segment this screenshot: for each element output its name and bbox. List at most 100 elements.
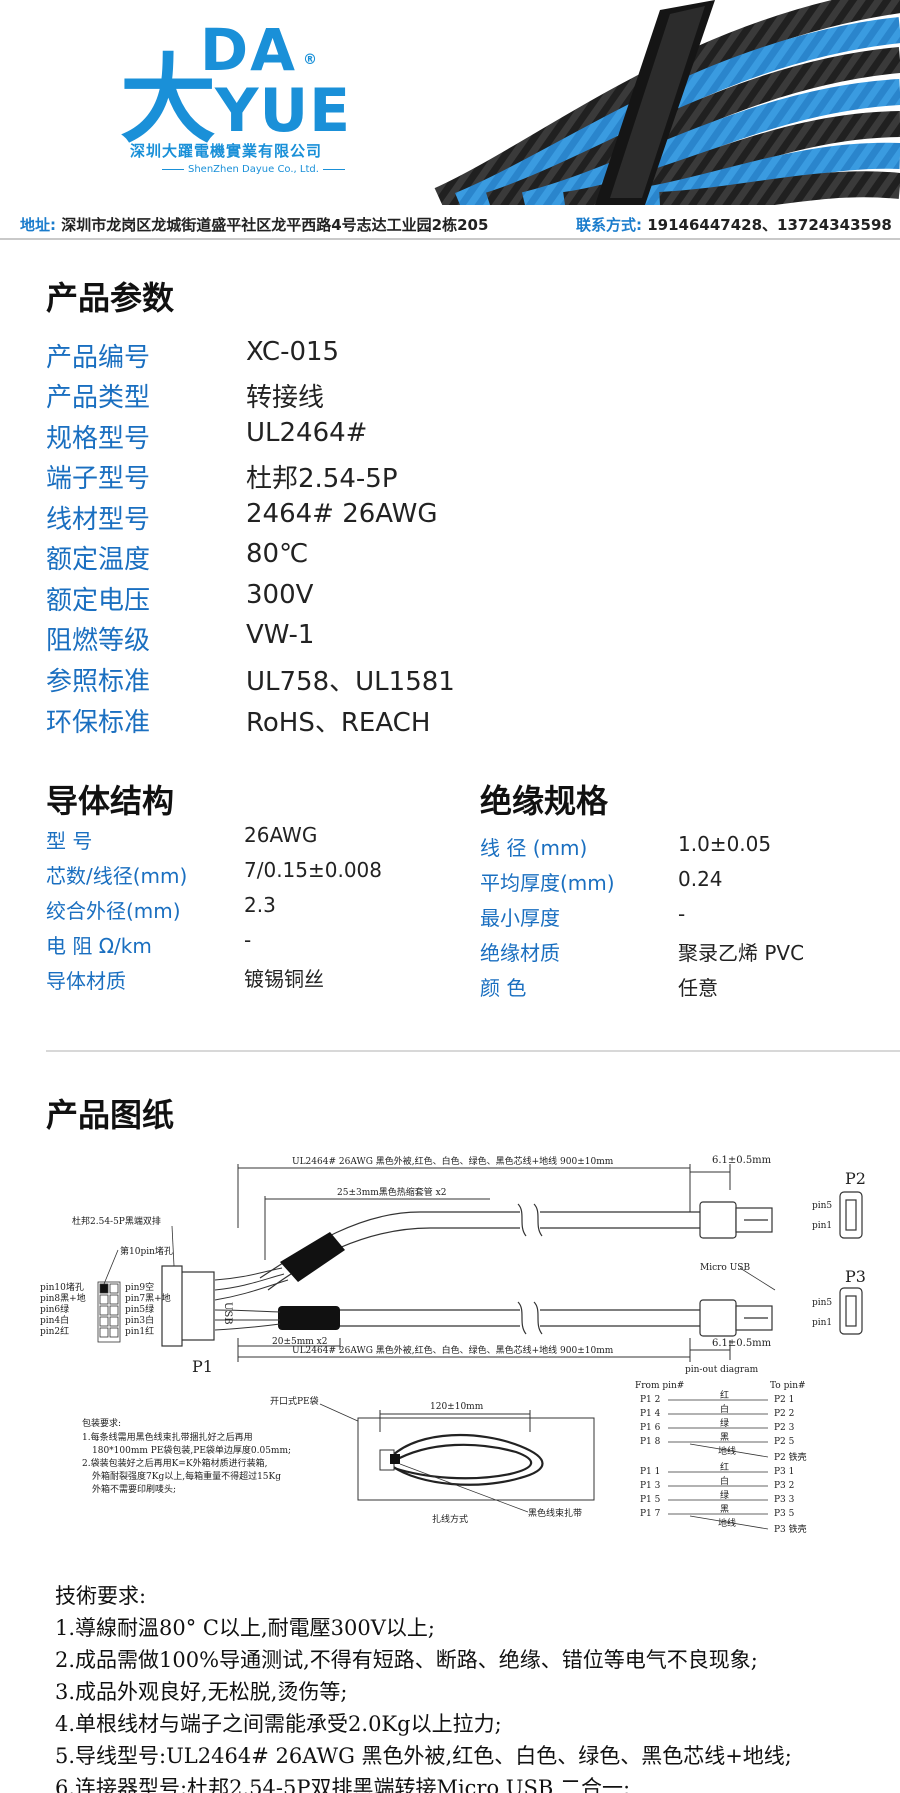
param-key: 规格型号: [46, 424, 151, 454]
param-key: 环保标准: [46, 708, 151, 738]
registered-mark: ®: [303, 52, 317, 68]
pinout-from: P1 2: [640, 1395, 660, 1405]
params-title: 产品参数: [46, 279, 175, 317]
pinout-to: P3 3: [774, 1495, 795, 1505]
pinout-p3: P1 1 红 P3 1 P1 3 白 P3 2 P1 5 绿 P3 3 P1 7…: [640, 1461, 807, 1535]
contact: 联系方式: 19146447428、13724343598: [576, 214, 892, 235]
pin-grid: [97, 1281, 121, 1343]
conductor-key: 电 阻 Ω/km: [46, 934, 152, 958]
micro-usb-plug-p3: [699, 1299, 773, 1337]
pinout-color: 白: [720, 1403, 729, 1415]
company-name-cn: 深圳大躍電機實業有限公司: [130, 142, 323, 160]
dim-usb-bottom: 6.1±0.5mm: [712, 1338, 772, 1349]
address-value: 深圳市龙岗区龙城街道盛平社区龙平西路4号志达工业园2栋205: [61, 216, 489, 234]
pinout-to: P2 3: [774, 1423, 795, 1433]
pinout-to: P3 铁壳: [774, 1523, 807, 1535]
param-value: XC-015: [246, 337, 340, 367]
param-value: 80℃: [246, 539, 309, 569]
param-key: 参照标准: [46, 667, 151, 697]
logo-letters-bottom: YUE: [215, 76, 352, 146]
pinout-to: P2 2: [774, 1409, 794, 1419]
conductor-key: 绞合外径(mm): [46, 899, 181, 923]
param-key: 额定温度: [46, 545, 151, 575]
insulation-title: 绝缘规格: [480, 782, 609, 820]
dupont-leader: [171, 1225, 175, 1267]
pinout-color: 黑: [720, 1432, 729, 1443]
tech-line: 2.成品需做100%导通测试,不得有短路、断路、绝缘、错位等电气不良现象;: [55, 1648, 758, 1672]
heatshrink-lower: [278, 1306, 340, 1330]
pinout-to: P3 1: [774, 1467, 794, 1477]
pinout-p2: P1 2 红 P2 1 P1 4 白 P2 2 P1 6 绿 P2 3 P1 8…: [640, 1389, 807, 1463]
insulation-key: 平均厚度(mm): [480, 871, 615, 895]
param-value: RoHS、REACH: [246, 708, 431, 738]
dim-top-label: UL2464# 26AWG 黑色外被,红色、白色、绿色、黑色芯线+地线 900±…: [292, 1155, 614, 1167]
pin-labels-right: pin9空 pin7黑+地 pin5绿 pin3白 pin1红: [125, 1281, 171, 1337]
to-pin-header: To pin#: [770, 1381, 806, 1391]
insulation-value: 聚录乙烯 PVC: [678, 941, 805, 965]
pack-lines: 1.每条线需用黑色线束扎带捆扎好之后再用 180*100mm PE袋包装,PE袋…: [82, 1431, 291, 1495]
connector-p1: [161, 1265, 215, 1347]
pin-left: pin10堵孔: [40, 1281, 84, 1293]
bag-leader: [319, 1403, 361, 1423]
heatshrink-label: 25±3mm黑色热缩套管 x2: [337, 1186, 446, 1198]
pinout-color: 黑: [720, 1504, 729, 1515]
pack-line: 2.袋装包装好之后再用K=K外箱材质进行装箱,: [82, 1457, 267, 1469]
pin-left: pin4白: [40, 1314, 69, 1326]
insulation-key: 线 径 (mm): [480, 836, 588, 860]
param-key: 额定电压: [46, 586, 151, 616]
pinout-from: P1 8: [640, 1437, 661, 1447]
pinout-to: P3 5: [774, 1509, 795, 1519]
insulation-key: 绝缘材质: [480, 941, 560, 965]
param-key: 产品类型: [46, 383, 151, 413]
cable-lower: [280, 1301, 700, 1335]
pinout-color: 红: [720, 1389, 729, 1401]
heatshrink-upper: [280, 1232, 345, 1282]
pinout-title: pin-out diagram: [685, 1365, 759, 1375]
bag-label: 开口式PE袋: [270, 1395, 319, 1407]
contact-label: 联系方式:: [576, 216, 642, 234]
pinout-to: P3 2: [774, 1481, 794, 1491]
pinout-color: 白: [720, 1475, 729, 1487]
p2-label: P2: [845, 1169, 866, 1188]
pinout-color: 绿: [720, 1417, 729, 1429]
param-value: 2464# 26AWG: [246, 499, 438, 529]
pack-line: 180*100mm PE袋包装,PE袋单边厚度0.05mm;: [92, 1444, 291, 1456]
address-bar: 地址: 深圳市龙岗区龙城街道盛平社区龙平西路4号志达工业园2栋205 联系方式:…: [0, 210, 900, 240]
coil-dim-label: 120±10mm: [430, 1402, 484, 1412]
pinout-from: P1 1: [640, 1467, 660, 1477]
pinout-to: P2 铁壳: [774, 1451, 807, 1463]
p2-pin5: pin5: [812, 1201, 832, 1211]
product-drawing: UL2464# 26AWG 黑色外被,红色、白色、绿色、黑色芯线+地线 900±…: [40, 1155, 866, 1535]
param-key: 阻燃等级: [46, 626, 151, 656]
dimension-strip: [237, 1338, 341, 1350]
pin-left: pin8黑+地: [40, 1292, 86, 1304]
param-value: 300V: [246, 580, 314, 610]
strip-label: 20±5mm x2: [272, 1337, 327, 1347]
address-label: 地址:: [20, 216, 56, 234]
pin-right: pin9空: [125, 1281, 154, 1293]
tie-label: 黑色线束扎带: [528, 1507, 582, 1519]
micro-usb-label: Micro USB: [700, 1263, 750, 1273]
braided-cable-image: [434, 0, 900, 205]
conductor-value: 26AWG: [244, 823, 318, 847]
pinout-from: P1 7: [640, 1509, 661, 1519]
pinout-color: 地线: [718, 1517, 736, 1529]
pin-left: pin2红: [40, 1325, 69, 1337]
insulation-value: 任意: [678, 976, 718, 1000]
logo-letters-top: DA: [200, 16, 298, 84]
logo-big-char: 大: [120, 44, 216, 156]
pin-left: pin6绿: [40, 1303, 69, 1315]
p3-pin1: pin1: [812, 1318, 832, 1328]
micro-usb-leader: [739, 1267, 776, 1291]
conductor-key: 导体材质: [46, 969, 126, 993]
dupont-label: 杜邦2.54-5P黑端双排: [72, 1215, 161, 1227]
pinout-color: 绿: [720, 1489, 729, 1501]
param-value: UL758、UL1581: [246, 667, 455, 697]
usb-label: USB: [222, 1302, 233, 1325]
insulation-key: 最小厚度: [480, 906, 560, 930]
dimension-bottom: [237, 1338, 731, 1362]
conductor-value: -: [244, 928, 252, 952]
insulation-value: 1.0±0.05: [678, 832, 772, 856]
tech-line: 5.导线型号:UL2464# 26AWG 黑色外被,红色、白色、绿色、黑色芯线+…: [55, 1744, 792, 1768]
conductor-key: 芯数/线径(mm): [46, 864, 188, 888]
